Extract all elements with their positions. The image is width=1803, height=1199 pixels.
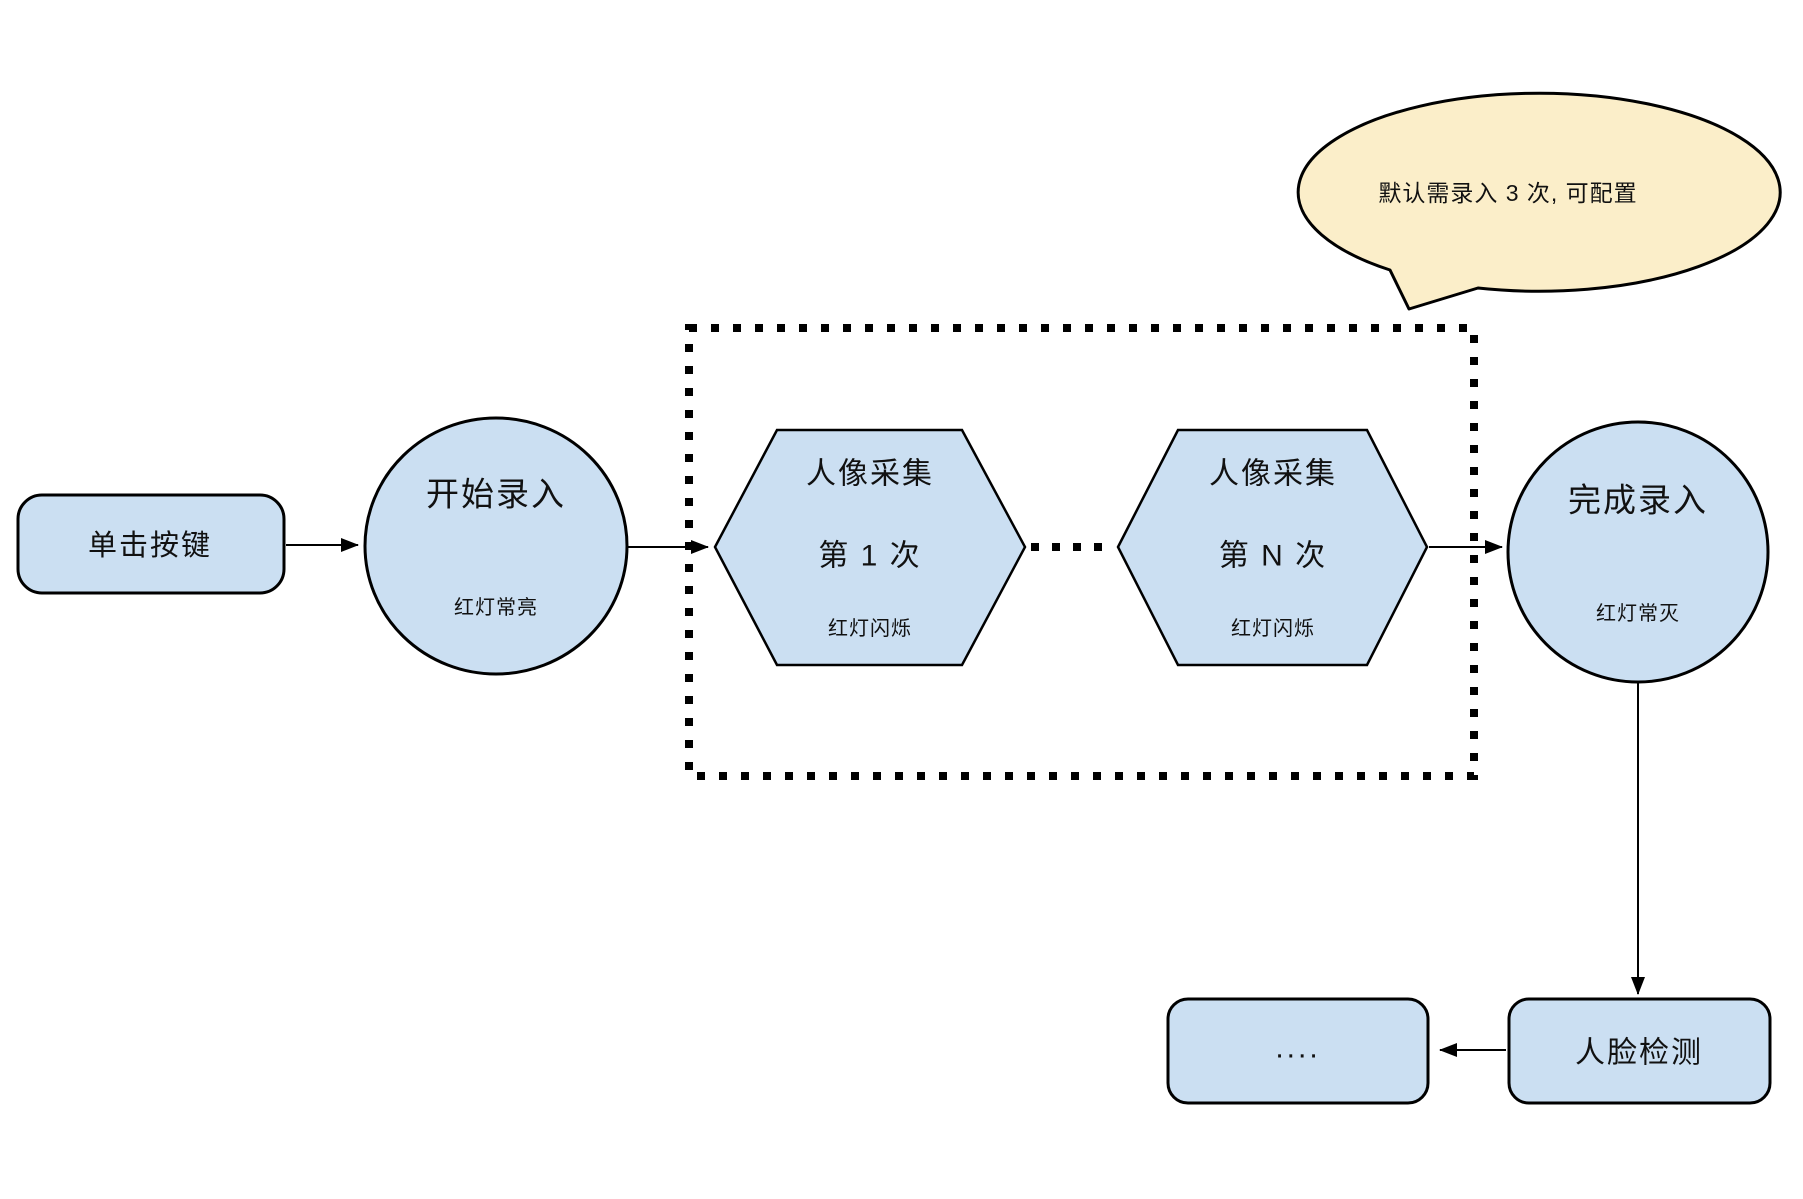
capture-nth-subtitle: 第 N 次 bbox=[1219, 540, 1327, 573]
finish-enroll-node bbox=[1506, 420, 1770, 684]
face-detect-label: 人脸检测 bbox=[1575, 1037, 1703, 1070]
finish-enroll-status: 红灯常灭 bbox=[1596, 602, 1680, 625]
capture-first-status: 红灯闪烁 bbox=[828, 617, 912, 640]
finish-enroll-title: 完成录入 bbox=[1568, 482, 1708, 519]
capture-nth-node bbox=[1116, 428, 1429, 667]
callout-bubble bbox=[1296, 91, 1782, 311]
face-detect-node bbox=[1507, 997, 1772, 1105]
callout-text: 默认需录入 3 次, 可配置 bbox=[1378, 180, 1637, 206]
start-enroll-title: 开始录入 bbox=[426, 476, 566, 513]
capture-first-subtitle: 第 1 次 bbox=[818, 540, 921, 573]
capture-nth-title: 人像采集 bbox=[1209, 458, 1337, 491]
more-steps-node bbox=[1166, 997, 1430, 1105]
press-button-label: 单击按键 bbox=[88, 529, 212, 562]
start-enroll-node bbox=[363, 416, 629, 676]
press-button-node bbox=[16, 493, 286, 595]
capture-nth-status: 红灯闪烁 bbox=[1231, 617, 1315, 640]
capture-first-title: 人像采集 bbox=[806, 458, 934, 491]
start-enroll-status: 红灯常亮 bbox=[454, 596, 538, 619]
more-steps-label: .... bbox=[1275, 1032, 1320, 1065]
capture-first-node bbox=[713, 428, 1027, 667]
